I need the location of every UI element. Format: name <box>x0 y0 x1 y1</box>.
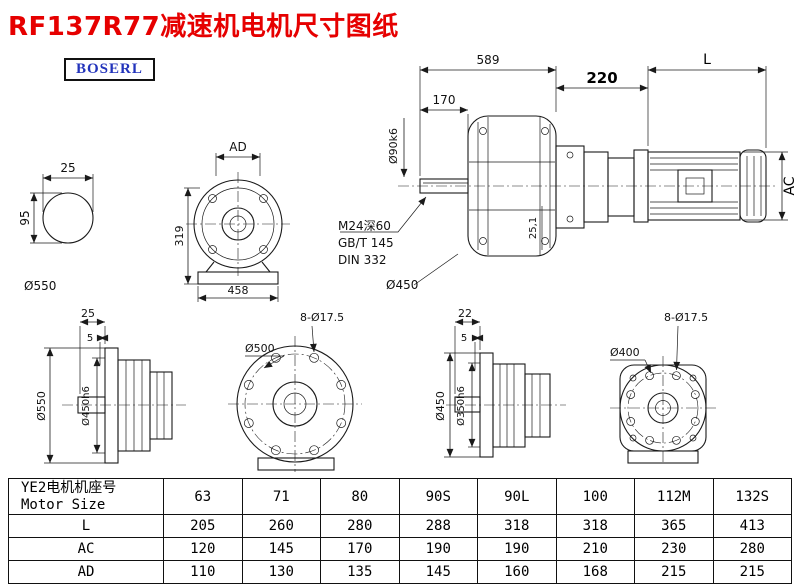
motor-size-table: YE2电机机座号 Motor Size 63 71 80 90S 90L 100… <box>8 478 792 584</box>
table-cell: 168 <box>555 560 635 584</box>
table-row-AC: AC 120 145 170 190 190 210 230 280 <box>8 537 792 561</box>
table-cell: 413 <box>712 514 792 538</box>
callout-bolt-holes-large: 8-Ø17.5 <box>300 311 344 324</box>
dim-589-label: 589 <box>477 53 500 67</box>
table-cell: 215 <box>712 560 792 584</box>
size-column-header: 112M <box>634 478 714 515</box>
flange-small-side-view: Ø450 Ø350h6 22 5 <box>434 307 566 458</box>
dim-hub-label: 25 <box>81 307 95 320</box>
dim-170-label: 170 <box>433 93 456 107</box>
table-cell: 130 <box>241 560 321 584</box>
table-cell: 145 <box>398 560 478 584</box>
table-row-L: L 205 260 280 288 318 318 365 413 <box>8 514 792 538</box>
table-cell: 135 <box>320 560 400 584</box>
dim-319-label: 319 <box>173 226 186 247</box>
table-cell: 210 <box>555 537 635 561</box>
dim-section-width: 25 <box>60 161 75 175</box>
dim-458-label: 458 <box>228 284 249 297</box>
table-cell: 190 <box>477 537 557 561</box>
dim-flange-od-small-label: Ø450 <box>434 391 447 421</box>
assembly-side-view: 589 170 Ø90k6 220 L AC M24深60 GB/T 145 <box>338 52 798 292</box>
dim-ad-label: AD <box>229 140 246 154</box>
dim-220-label: 220 <box>586 69 617 87</box>
dim-bolt-circle-small: Ø400 <box>610 346 640 359</box>
table-cell: 318 <box>477 514 557 538</box>
callout-tap-hole: M24深60 <box>338 219 391 233</box>
shaft-section-view: 25 95 Ø550 <box>18 161 94 293</box>
table-cell: 205 <box>163 514 243 538</box>
size-column-header: 90L <box>477 478 557 515</box>
dim-lip-small-label: 5 <box>461 333 467 344</box>
gearbox-front-view: AD 319 458 <box>173 140 290 302</box>
dim-motor-length-label: L <box>703 52 711 68</box>
table-cell: 260 <box>241 514 321 538</box>
dim-hub-small-label: 22 <box>458 307 472 320</box>
row-label: L <box>8 514 164 538</box>
table-cell: 145 <box>241 537 321 561</box>
dim-section-height: 95 <box>18 210 32 225</box>
table-header-en: Motor Size <box>21 496 106 513</box>
table-cell: 365 <box>634 514 714 538</box>
table-cell: 190 <box>398 537 478 561</box>
dim-spigot-small-label: Ø350h6 <box>455 386 467 426</box>
callout-standard-gbt: GB/T 145 <box>338 236 394 250</box>
dim-section-od: Ø550 <box>24 279 56 293</box>
row-label: AC <box>8 537 164 561</box>
table-cell: 280 <box>712 537 792 561</box>
dim-ac-label: AC <box>782 176 798 195</box>
flange-small-front-view: 8-Ø17.5 Ø400 <box>610 311 716 464</box>
dim-shaft-dia-label: Ø90k6 <box>387 128 400 164</box>
size-column-header: 90S <box>398 478 478 515</box>
dim-flange-od-label: Ø550 <box>35 391 48 421</box>
size-column-header: 100 <box>555 478 635 515</box>
flange-large-front-view: 8-Ø17.5 Ø500 <box>228 311 362 472</box>
table-cell: 160 <box>477 560 557 584</box>
row-label: AD <box>8 560 164 584</box>
table-cell: 288 <box>398 514 478 538</box>
table-cell: 110 <box>163 560 243 584</box>
callout-bolt-holes-small: 8-Ø17.5 <box>664 311 708 324</box>
table-cell: 170 <box>320 537 400 561</box>
table-row-AD: AD 110 130 135 145 160 168 215 215 <box>8 560 792 584</box>
size-column-header: 63 <box>163 478 243 515</box>
page-title: RF137R77减速机电机尺寸图纸 <box>8 12 399 42</box>
size-column-header: 132S <box>712 478 792 515</box>
table-cell: 318 <box>555 514 635 538</box>
table-header-label: YE2电机机座号 Motor Size <box>8 478 164 515</box>
size-column-header: 71 <box>241 478 321 515</box>
table-cell: 215 <box>634 560 714 584</box>
brand-logo: BOSERL <box>64 58 155 81</box>
table-header-cn: YE2电机机座号 <box>21 479 117 496</box>
table-cell: 120 <box>163 537 243 561</box>
table-cell: 230 <box>634 537 714 561</box>
dim-lip-label: 5 <box>87 333 93 344</box>
dim-spigot-label: Ø450h6 <box>80 386 92 426</box>
size-column-header: 80 <box>320 478 400 515</box>
callout-standard-din: DIN 332 <box>338 253 386 267</box>
table-header-row: YE2电机机座号 Motor Size 63 71 80 90S 90L 100… <box>8 478 792 515</box>
dim-450-label: Ø450 <box>386 278 418 292</box>
flange-large-side-view: Ø550 Ø450h6 25 5 <box>35 307 186 464</box>
table-cell: 280 <box>320 514 400 538</box>
dim-key-depth-label: 25,1 <box>528 217 539 239</box>
dim-bolt-circle-large: Ø500 <box>245 342 275 355</box>
